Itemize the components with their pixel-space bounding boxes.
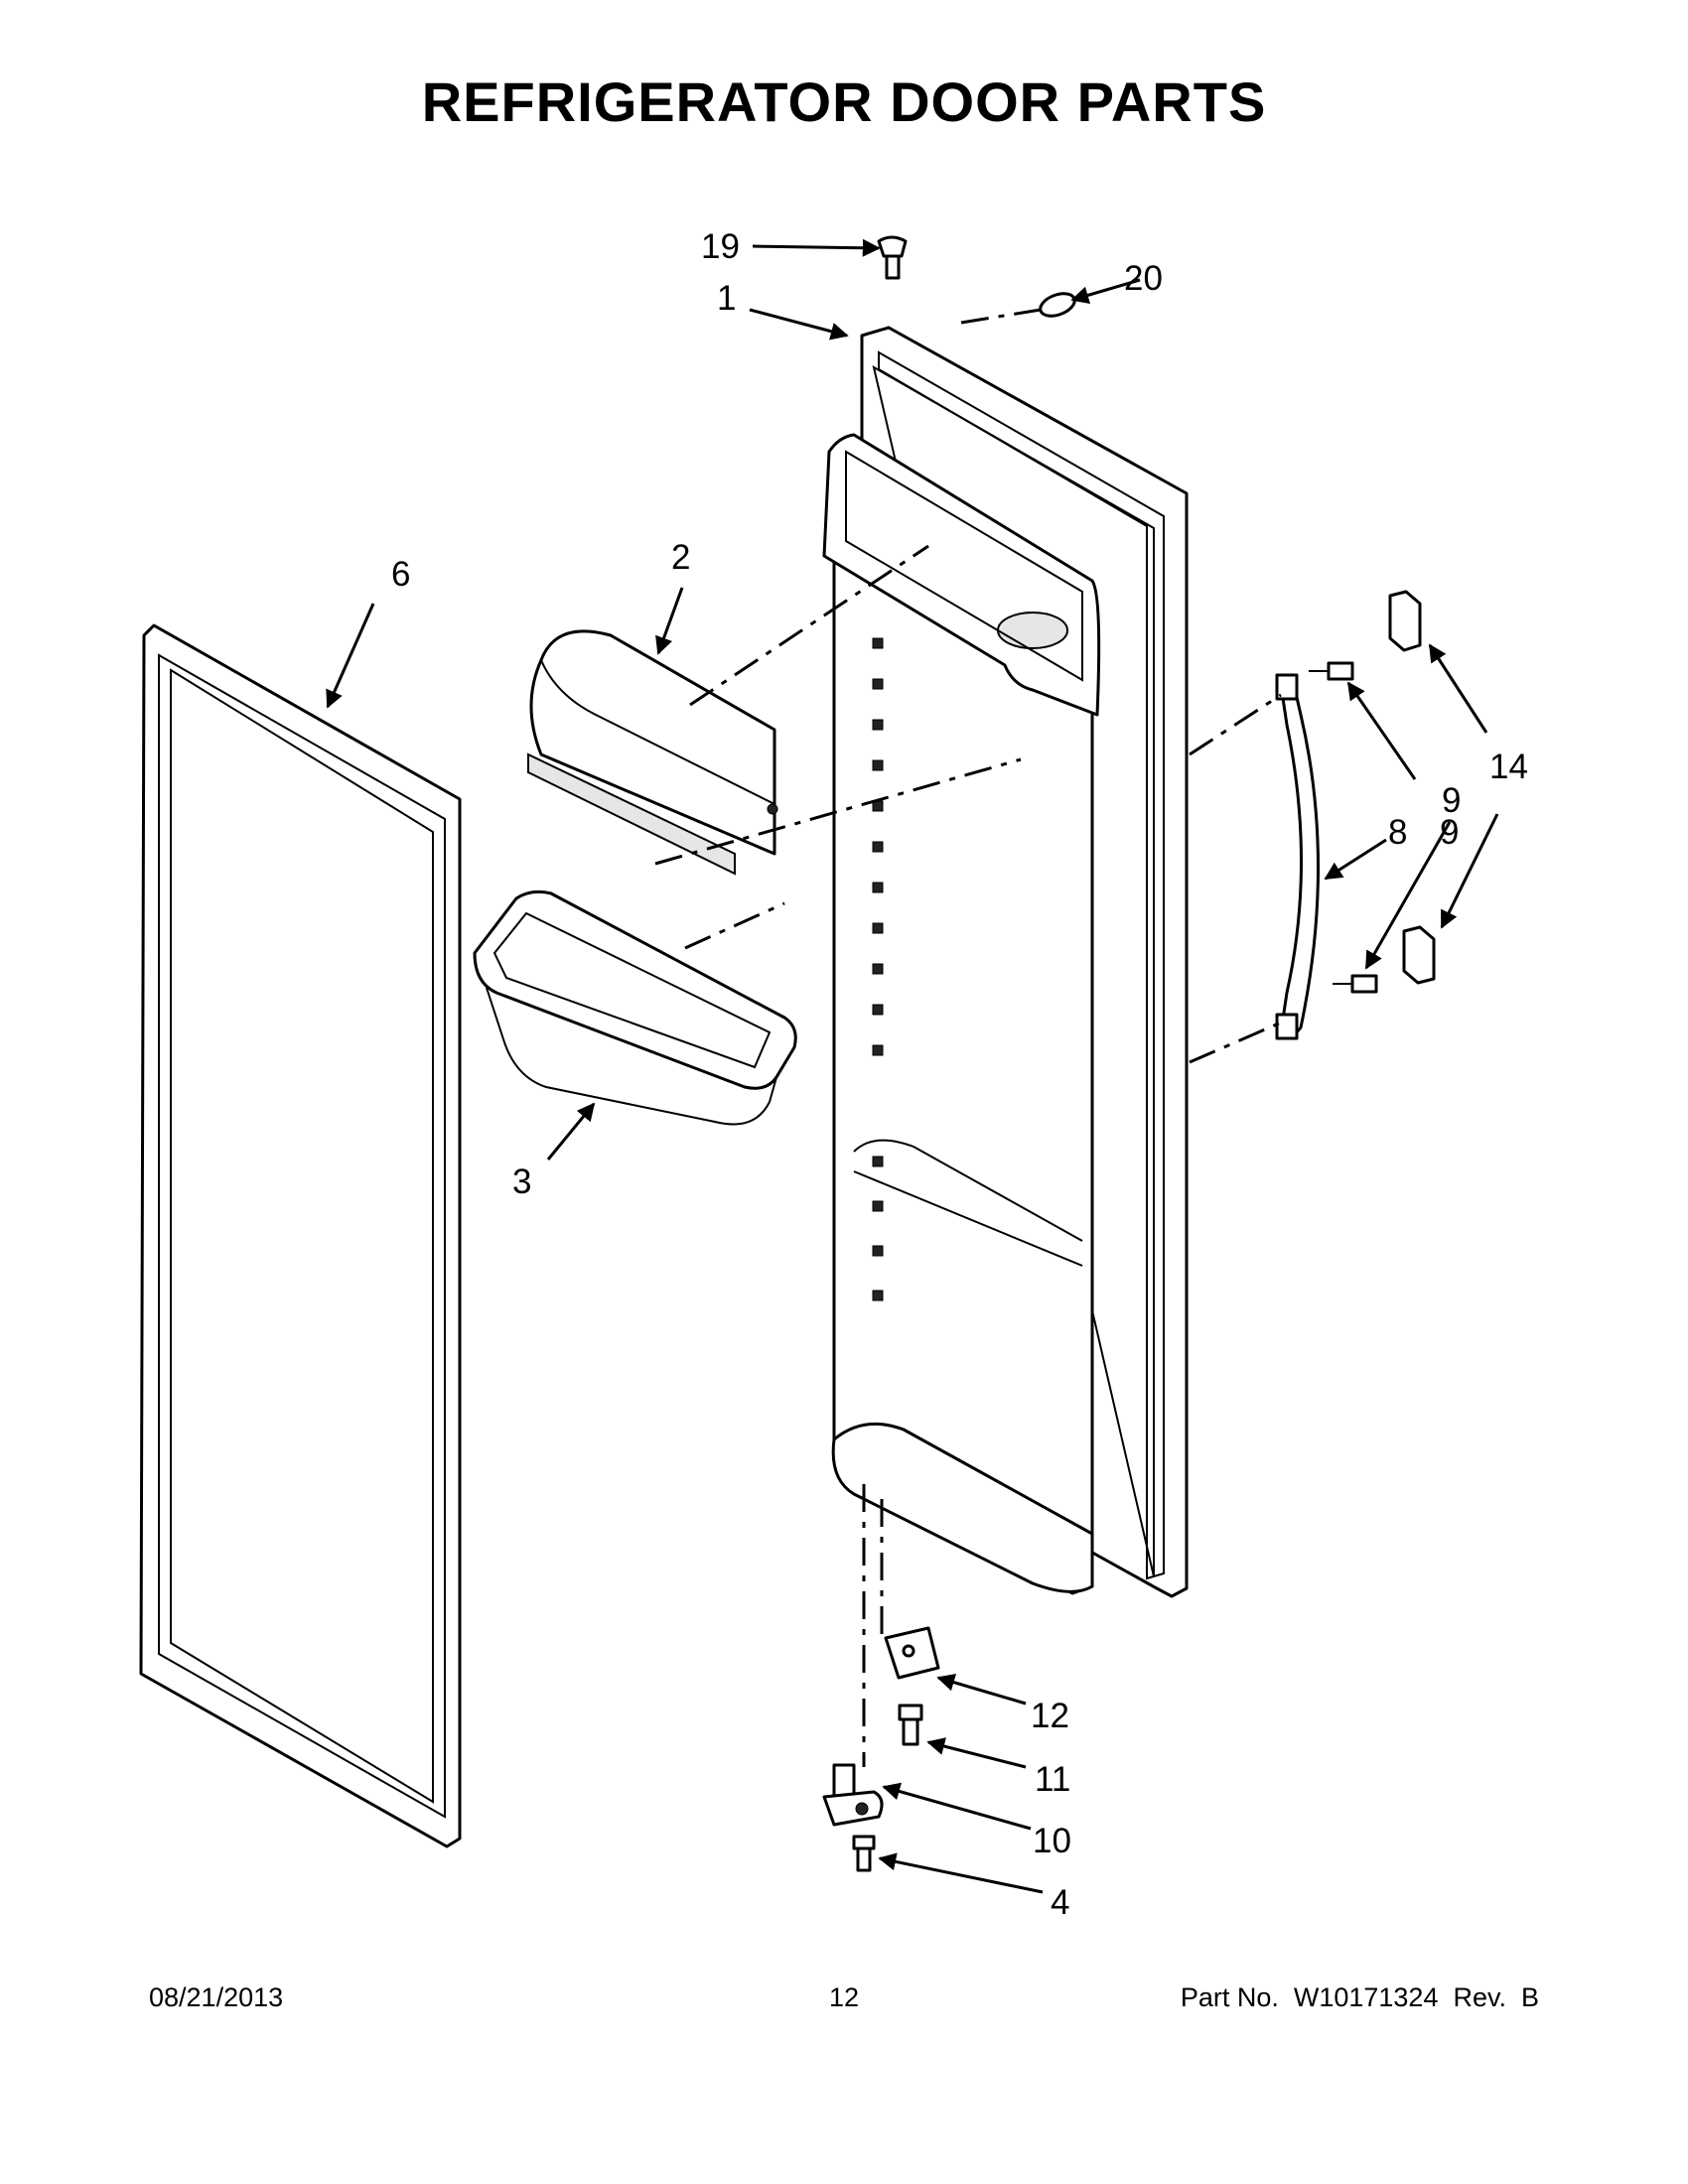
callout-1: 1 bbox=[717, 279, 736, 318]
door-top-plug bbox=[877, 235, 908, 280]
hinge-screw bbox=[898, 1704, 923, 1746]
callout-14: 14 bbox=[1489, 748, 1528, 786]
handle-end-cap-lower bbox=[1402, 925, 1436, 985]
callout-8: 8 bbox=[1388, 813, 1407, 852]
callout-2: 2 bbox=[671, 538, 690, 577]
callout-4: 4 bbox=[1051, 1883, 1069, 1922]
footer-page-number: 12 bbox=[828, 1982, 860, 2012]
door-gasket bbox=[139, 623, 462, 1848]
hinge-bracket bbox=[884, 1626, 940, 1680]
ring-seal bbox=[1039, 292, 1076, 318]
footer-part-number: Part No. W10171324 Rev. B bbox=[1180, 1982, 1539, 2012]
door-assembly bbox=[822, 326, 1189, 1598]
hinge-mount-screw bbox=[852, 1835, 876, 1872]
leader-arrows bbox=[326, 238, 1499, 1894]
callout-12: 12 bbox=[1031, 1697, 1069, 1735]
handle-screw-upper bbox=[1309, 661, 1354, 681]
handle-end-cap-upper bbox=[1388, 590, 1422, 652]
handle-screw-lower bbox=[1333, 974, 1378, 994]
callout-19: 19 bbox=[701, 227, 740, 266]
door-bin bbox=[473, 889, 797, 1126]
page-title: REFRIGERATOR DOOR PARTS bbox=[421, 70, 1267, 133]
callout-10: 10 bbox=[1033, 1822, 1071, 1860]
callout-9-upper: 9 bbox=[1442, 781, 1461, 820]
footer-date: 08/21/2013 bbox=[149, 1982, 284, 2012]
callout-3: 3 bbox=[512, 1162, 531, 1201]
callout-11: 11 bbox=[1035, 1760, 1070, 1799]
shelf-pegs bbox=[872, 637, 884, 1301]
dairy-bin-cover bbox=[527, 629, 778, 876]
assembly-lines bbox=[654, 308, 1282, 1767]
callout-20: 20 bbox=[1124, 259, 1163, 298]
callout-labels: 19 1 20 2 6 3 8 9 9 14 12 11 10 4 bbox=[391, 227, 1528, 1922]
callout-9-lower: 9 bbox=[1440, 813, 1459, 852]
callout-6: 6 bbox=[391, 555, 410, 594]
bottom-hinge bbox=[822, 1763, 884, 1827]
door-handle bbox=[1275, 673, 1320, 1040]
